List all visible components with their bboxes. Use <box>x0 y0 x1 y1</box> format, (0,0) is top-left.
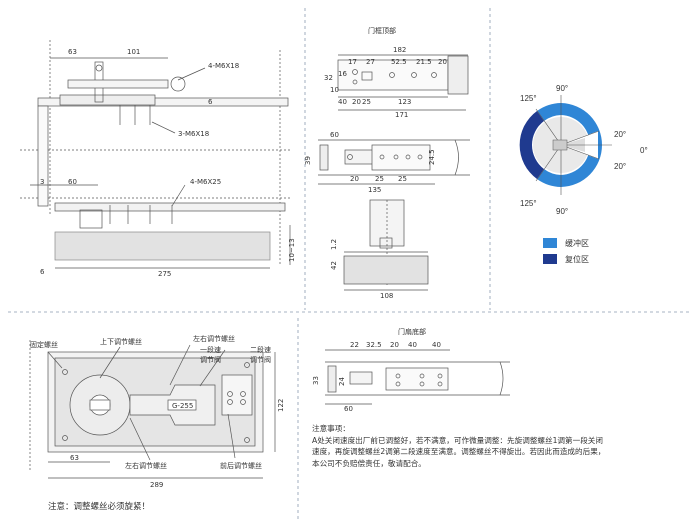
label-stage2: 二段速 <box>250 345 271 354</box>
side-view <box>20 40 291 269</box>
dim-20-doortop: 20 <box>350 175 359 183</box>
dim-25-a: 25 <box>375 175 384 183</box>
dim-20-doorbottom: 20 <box>390 341 399 349</box>
dim-32: 32 <box>324 74 333 82</box>
legend: 缓冲区 复位区 <box>543 235 589 267</box>
dim-42: 42 <box>330 261 338 270</box>
label-fixed-screw: 固定螺丝 <box>30 340 58 349</box>
label-90-bottom: 90° <box>556 207 568 216</box>
dim-40: 40 <box>338 98 347 106</box>
legend-buffer: 缓冲区 <box>543 235 589 251</box>
label-125-top: 125° <box>520 94 537 103</box>
frame-top-dims: 182 17 27 52.5 21.5 20 32 16 10 40 20 25… <box>324 46 447 119</box>
dim-123: 123 <box>398 98 411 106</box>
dim-60-doortop: 60 <box>330 131 339 139</box>
dim-20-top: 20 <box>438 58 447 66</box>
footnote: 注意：调整螺丝必须旋紧！ <box>48 502 151 512</box>
dim-40-b: 40 <box>432 341 441 349</box>
label-model: G-255 <box>172 402 193 410</box>
label-rear-screw: 前后调节螺丝 <box>220 461 262 470</box>
label-lr-screw-bottom: 左右调节螺丝 <box>125 461 167 470</box>
dim-10: 10 <box>330 86 339 94</box>
door-bottom-dims: 22 32.5 20 40 40 24 33 60 <box>312 341 441 413</box>
dim-6-top: 6 <box>208 98 213 106</box>
dim-182: 182 <box>393 46 406 54</box>
dim-122: 122 <box>277 399 285 412</box>
door-bottom-plate <box>325 349 510 405</box>
angle-diagram <box>519 95 612 195</box>
dim-1-2: 1.2 <box>330 239 338 250</box>
buffer-zone-left <box>537 103 561 121</box>
label-20-b: 20° <box>614 162 626 171</box>
dim-27: 27 <box>366 58 375 66</box>
callout-3-m6x18: 3-M6X18 <box>178 130 209 138</box>
notes-title: 注意事项： <box>312 424 350 433</box>
label-90-top: 90° <box>556 84 568 93</box>
dim-108: 108 <box>380 292 393 300</box>
label-updown-screw: 上下调节螺丝 <box>100 337 142 346</box>
door-top-dims: 60 24.5 20 25 25 135 39 <box>304 131 436 194</box>
dim-60-doorbottom: 60 <box>344 405 353 413</box>
legend-reset: 复位区 <box>543 251 589 267</box>
plan-view <box>29 340 276 479</box>
dim-22: 22 <box>350 341 359 349</box>
legend-reset-swatch <box>543 254 557 264</box>
frame-top-plate <box>337 54 469 111</box>
title-frame-top: 门框顶部 <box>368 26 396 35</box>
pivot-section <box>343 199 429 291</box>
dim-275: 275 <box>158 270 171 278</box>
dim-20-bot: 20 <box>352 98 361 106</box>
dim-33: 33 <box>312 376 320 385</box>
dim-10-13: 10~13 <box>288 238 296 262</box>
dim-25-b: 25 <box>398 175 407 183</box>
dim-63-top: 63 <box>68 48 77 56</box>
label-125-bottom: 125° <box>520 199 537 208</box>
dim-39: 39 <box>304 156 312 165</box>
legend-buffer-swatch <box>543 238 557 248</box>
reset-zone-arc <box>519 111 544 179</box>
dim-17: 17 <box>348 58 357 66</box>
notes-line-1: A处关闭速度出厂前已调整好，若不满意，可作微量调整：先旋调整螺丝1调第一段关闭 <box>312 435 603 445</box>
label-20-a: 20° <box>614 130 626 139</box>
dim-25: 25 <box>362 98 371 106</box>
label-valve1: 调节阀 <box>200 355 221 364</box>
dim-60-side: 60 <box>68 178 77 186</box>
legend-buffer-label: 缓冲区 <box>565 238 589 248</box>
dim-52-5: 52.5 <box>391 58 407 66</box>
label-lr-screw-top: 左右调节螺丝 <box>193 334 235 343</box>
dim-289: 289 <box>150 481 163 489</box>
dim-21-5: 21.5 <box>416 58 432 66</box>
dim-63-plan: 63 <box>70 454 79 462</box>
dim-6-bottom: 6 <box>40 268 45 276</box>
callout-4-m6x18: 4-M6X18 <box>208 62 239 70</box>
dim-171: 171 <box>395 111 408 119</box>
dim-40-a: 40 <box>408 341 417 349</box>
notes-line-3: 本公司不负赔偿责任，敬请配合。 <box>312 458 426 468</box>
label-0: 0° <box>640 146 648 155</box>
notes: 注意事项： A处关闭速度出厂前已调整好，若不满意，可作微量调整：先旋调整螺丝1调… <box>312 423 664 469</box>
notes-line-2: 速度，再旋调整螺丝2调第二段速度至满意。调整螺丝不得旋出。若因此而造成的后果， <box>312 447 606 456</box>
callout-4-m6x25: 4-M6X25 <box>190 178 221 186</box>
dim-24: 24 <box>338 377 346 386</box>
dim-32-5: 32.5 <box>366 341 382 349</box>
dim-135: 135 <box>368 186 381 194</box>
label-stage1: 一段速 <box>200 345 221 354</box>
door-top-plate <box>318 139 470 185</box>
legend-reset-label: 复位区 <box>565 254 589 264</box>
dim-24-5: 24.5 <box>428 149 436 165</box>
dim-3: 3 <box>40 178 44 186</box>
dim-101: 101 <box>127 48 140 56</box>
dim-16: 16 <box>338 70 347 78</box>
label-valve2: 调节阀 <box>250 355 271 364</box>
title-door-bottom: 门扇底部 <box>398 327 426 336</box>
